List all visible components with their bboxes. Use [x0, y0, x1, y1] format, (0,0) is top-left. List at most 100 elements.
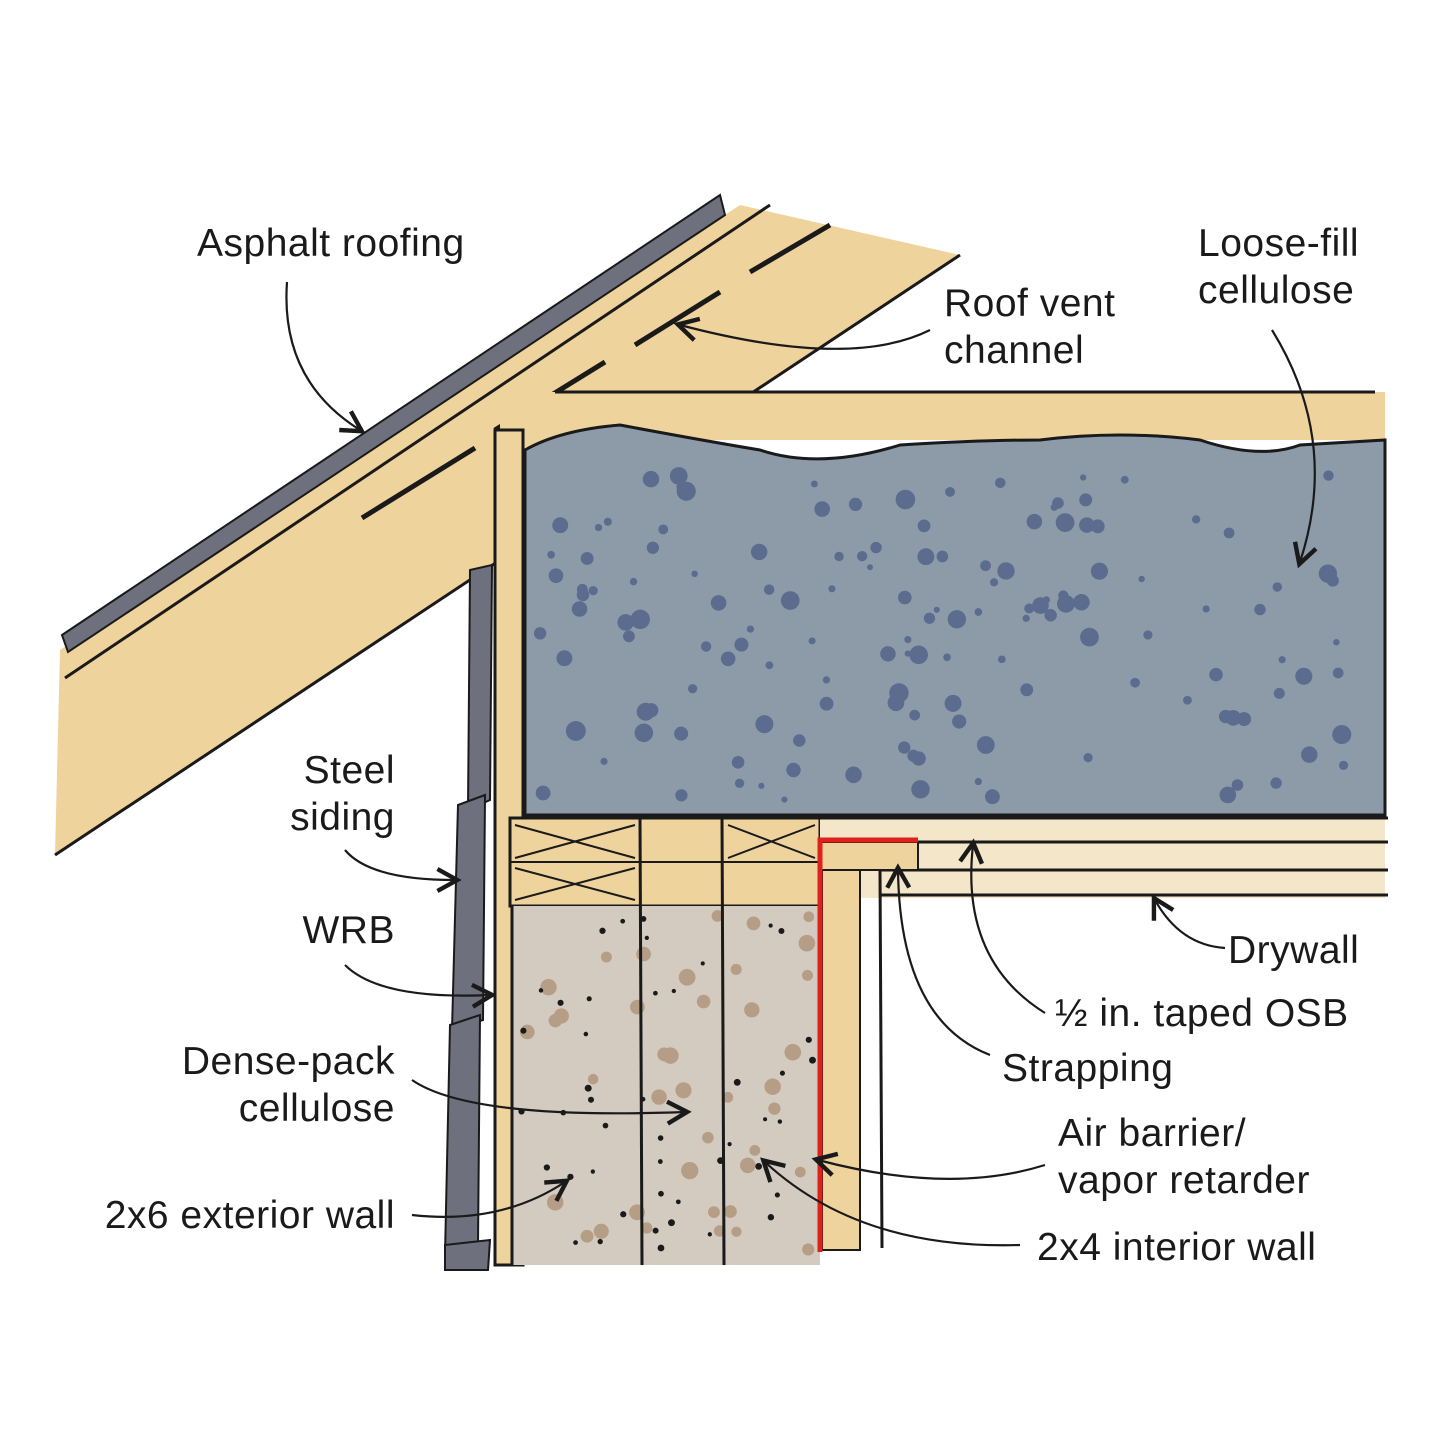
texture-dot — [793, 734, 806, 747]
texture-dot — [739, 1157, 756, 1174]
texture-dot — [1231, 779, 1244, 791]
texture-dot — [640, 916, 647, 922]
texture-dot — [658, 524, 669, 535]
texture-dot — [597, 1238, 603, 1245]
texture-dot — [636, 946, 651, 962]
leader-arrows — [285, 281, 1314, 1247]
texture-dot — [774, 1192, 780, 1198]
texture-dot — [763, 1117, 768, 1122]
texture-dot — [1301, 746, 1318, 763]
texture-dot — [1223, 527, 1235, 539]
texture-dot — [1090, 562, 1109, 580]
texture-dot — [802, 969, 814, 981]
texture-dot — [936, 550, 949, 563]
texture-dot — [548, 568, 564, 583]
texture-dot — [675, 789, 688, 802]
texture-dot — [1209, 667, 1223, 682]
texture-dot — [1020, 683, 1034, 697]
texture-dot — [535, 785, 551, 801]
texture-dot — [700, 641, 712, 652]
texture-dot — [898, 590, 912, 605]
texture-dot — [657, 1159, 663, 1164]
texture-dot — [651, 1089, 667, 1105]
texture-dot — [629, 577, 638, 586]
texture-dot — [778, 928, 785, 935]
texture-dot — [1270, 777, 1282, 789]
texture-dot — [700, 961, 705, 966]
texture-dot — [671, 988, 676, 994]
texture-dot — [1338, 760, 1349, 770]
texture-dot — [781, 796, 788, 803]
label-line: Loose-fill — [1198, 222, 1360, 265]
texture-dot — [1278, 656, 1286, 664]
texture-dot — [798, 934, 816, 952]
texture-dot — [583, 1031, 589, 1037]
loose-fill-dots — [533, 467, 1352, 805]
texture-dot — [1202, 605, 1210, 613]
texture-dot — [1192, 515, 1201, 524]
label-air-barrier: Air barrier/vapor retarder — [1058, 1110, 1310, 1204]
texture-dot — [1050, 503, 1058, 511]
label-strapping: Strapping — [1002, 1047, 1174, 1090]
texture-dot — [755, 1163, 763, 1170]
texture-dot — [630, 999, 645, 1015]
texture-dot — [642, 470, 660, 488]
texture-dot — [786, 762, 801, 778]
texture-dot — [777, 1119, 783, 1124]
texture-dot — [586, 996, 592, 1002]
texture-dot — [1225, 710, 1242, 726]
texture-dot — [580, 551, 594, 565]
texture-dot — [974, 777, 982, 786]
label-line: Air barrier/ — [1058, 1112, 1247, 1155]
texture-dot — [746, 916, 761, 931]
texture-dot — [784, 1043, 802, 1061]
asphalt-shingles — [60, 193, 727, 654]
texture-dot — [997, 655, 1006, 664]
texture-dot — [917, 519, 931, 533]
texture-dot — [688, 684, 698, 694]
steel-siding — [443, 563, 494, 1271]
texture-dot — [802, 1243, 815, 1256]
label-asphalt-roofing: Asphalt roofing — [197, 222, 465, 265]
label-line: cellulose — [1198, 269, 1355, 312]
texture-dot — [923, 612, 936, 624]
texture-dot — [767, 1214, 775, 1221]
texture-dot — [1073, 593, 1090, 611]
texture-dot — [779, 1070, 785, 1076]
label-drywall: Drywall — [1228, 929, 1360, 972]
texture-dot — [567, 1173, 574, 1180]
texture-dot — [593, 1223, 609, 1239]
label-wrb: WRB — [302, 909, 395, 952]
texture-dot — [880, 646, 896, 662]
texture-dot — [675, 1199, 681, 1205]
texture-dot — [710, 595, 727, 611]
texture-dot — [668, 1219, 675, 1227]
texture-dot — [744, 1002, 760, 1018]
texture-dot — [848, 497, 863, 512]
texture-dot — [1055, 513, 1075, 532]
texture-dot — [976, 736, 995, 754]
texture-dot — [1183, 695, 1192, 705]
texture-dot — [917, 548, 935, 566]
texture-dot — [696, 994, 711, 1009]
texture-dot — [707, 1232, 712, 1237]
texture-dot — [834, 551, 844, 562]
texture-dot — [553, 1008, 569, 1024]
texture-dot — [794, 1166, 806, 1178]
texture-dot — [669, 467, 688, 485]
texture-dot — [546, 1194, 564, 1211]
texture-dot — [691, 570, 698, 578]
texture-dot — [909, 709, 921, 721]
texture-dot — [1219, 786, 1237, 804]
texture-dot — [1254, 603, 1266, 616]
texture-dot — [720, 651, 736, 667]
texture-dot — [809, 1056, 816, 1064]
label-line: vapor retarder — [1058, 1159, 1310, 1202]
texture-dot — [599, 927, 606, 934]
texture-dot — [533, 627, 547, 640]
texture-dot — [810, 480, 818, 488]
